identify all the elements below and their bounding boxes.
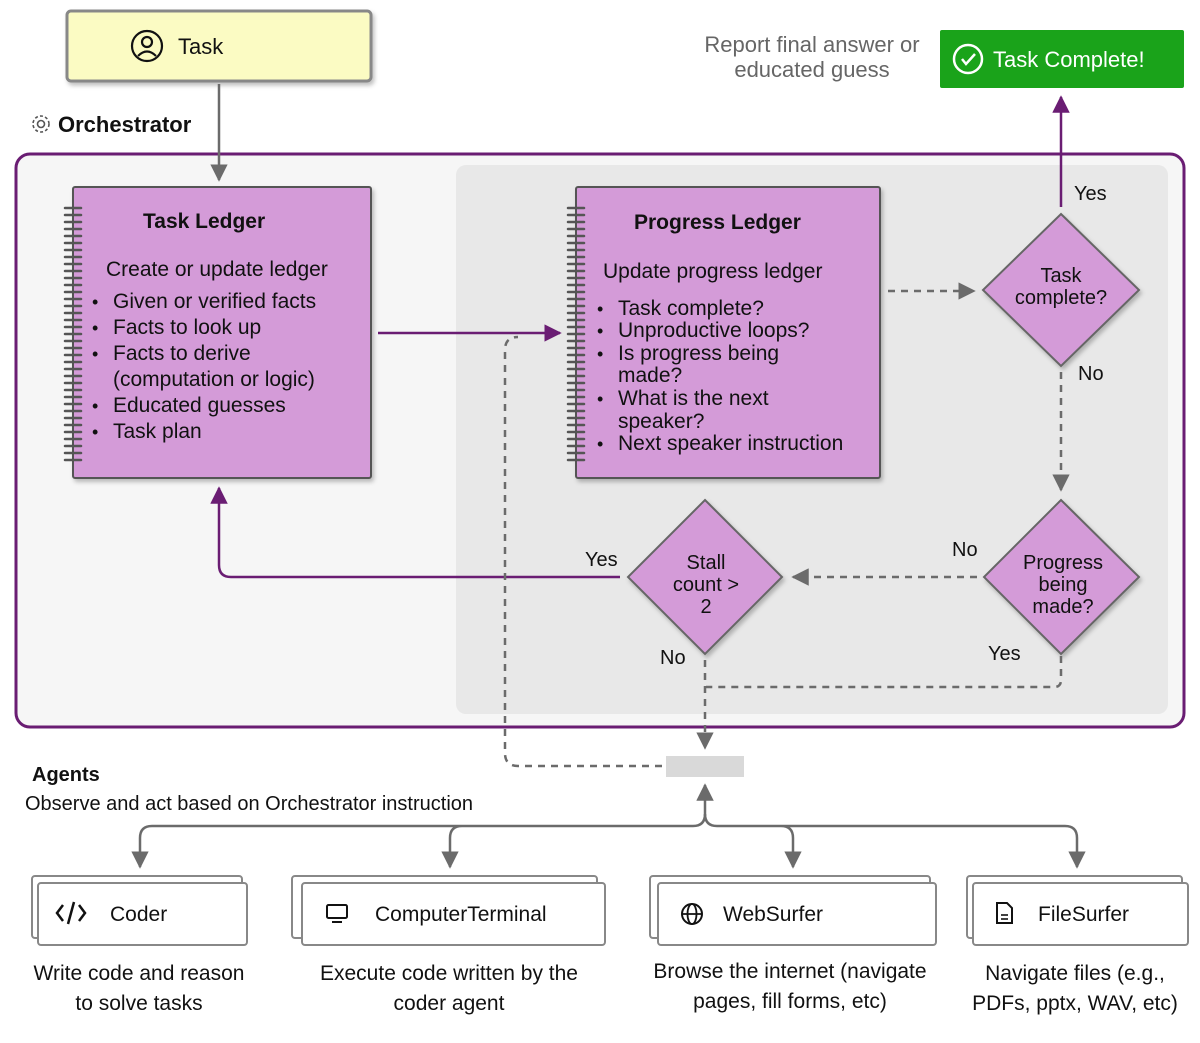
svg-text:•: • bbox=[92, 422, 98, 442]
svg-text:•: • bbox=[597, 434, 603, 454]
dispatch-bar bbox=[666, 756, 744, 777]
progress-ledger-item: Task complete? bbox=[618, 297, 764, 320]
file-icon bbox=[996, 902, 1013, 924]
agent-name: FileSurfer bbox=[1038, 903, 1129, 926]
progress-ledger-item: What is the next bbox=[618, 387, 769, 410]
decision-text: 2 bbox=[700, 596, 711, 618]
agents-subtitle: Observe and act based on Orchestrator in… bbox=[25, 793, 473, 815]
agent-coder: Coder bbox=[31, 875, 248, 946]
globe-icon bbox=[681, 903, 703, 925]
label-yes: Yes bbox=[585, 549, 618, 571]
progress-ledger-item: Next speaker instruction bbox=[618, 432, 843, 455]
agent-desc: Write code and reason bbox=[34, 962, 245, 985]
progress-ledger-title: Progress Ledger bbox=[634, 211, 801, 234]
agent-desc: PDFs, pptx, WAV, etc) bbox=[972, 992, 1178, 1015]
stall-yes-path bbox=[210, 486, 620, 579]
task-complete-badge: Task Complete! bbox=[940, 30, 1184, 88]
stall-decision: Stall count > 2 bbox=[626, 498, 784, 656]
task-ledger-item: Given or verified facts bbox=[113, 290, 316, 313]
agent-desc: Navigate files (e.g., bbox=[985, 962, 1165, 985]
label-no: No bbox=[660, 647, 686, 669]
task-label: Task bbox=[178, 34, 224, 59]
task-complete-label: Task Complete! bbox=[993, 47, 1145, 72]
task-ledger-item: Task plan bbox=[113, 420, 202, 443]
monitor-icon bbox=[326, 904, 348, 923]
agent-desc: coder agent bbox=[394, 992, 505, 1015]
label-no: No bbox=[1078, 363, 1104, 385]
agent-computer-terminal: ComputerTerminal bbox=[291, 875, 606, 946]
svg-text:•: • bbox=[92, 396, 98, 416]
svg-text:•: • bbox=[92, 318, 98, 338]
task-ledger-item: Facts to look up bbox=[113, 316, 261, 339]
agents-title: Agents bbox=[32, 764, 100, 786]
task-ledger: Task Ledger Create or update ledger • Gi… bbox=[63, 186, 372, 479]
task-complete-decision: Task complete? bbox=[981, 212, 1141, 368]
progress-ledger-subtitle: Update progress ledger bbox=[603, 260, 822, 283]
progress-ledger-item: Is progress being bbox=[618, 342, 779, 365]
svg-text:•: • bbox=[92, 292, 98, 312]
task-ledger-item: Educated guesses bbox=[113, 394, 286, 417]
agent-name: ComputerTerminal bbox=[375, 903, 547, 926]
agent-desc: pages, fill forms, etc) bbox=[693, 990, 887, 1013]
task-ledger-subtitle: Create or update ledger bbox=[106, 258, 328, 281]
user-circle-icon bbox=[130, 29, 164, 63]
agent-return-path bbox=[503, 335, 662, 768]
progress-ledger-item: made? bbox=[618, 364, 682, 387]
orchestrator-label: Orchestrator bbox=[58, 112, 192, 137]
agent-desc: to solve tasks bbox=[75, 992, 202, 1015]
agent-desc: Browse the internet (navigate bbox=[653, 960, 926, 983]
report-text: Report final answer or bbox=[704, 32, 919, 57]
task-ledger-item: (computation or logic) bbox=[113, 368, 315, 391]
agent-filesurfer: FileSurfer bbox=[966, 875, 1189, 946]
progress-ledger-item: Unproductive loops? bbox=[618, 319, 809, 342]
decision-text: being bbox=[1039, 574, 1088, 596]
svg-text:•: • bbox=[92, 344, 98, 364]
task-ledger-item: Facts to derive bbox=[113, 342, 251, 365]
svg-text:•: • bbox=[597, 389, 603, 409]
decision-text: complete? bbox=[1015, 287, 1107, 309]
agent-websurfer: WebSurfer bbox=[649, 875, 937, 946]
svg-text:•: • bbox=[597, 344, 603, 364]
check-circle-icon bbox=[952, 43, 984, 75]
progress-ledger-item: speaker? bbox=[618, 410, 704, 433]
task-ledger-title: Task Ledger bbox=[143, 210, 265, 233]
label-yes: Yes bbox=[988, 643, 1021, 665]
agents-tree bbox=[138, 813, 1079, 865]
progress-decision: Progress being made? bbox=[982, 498, 1141, 656]
decision-text: Stall bbox=[687, 552, 726, 574]
decision-text: Task bbox=[1040, 265, 1082, 287]
label-yes: Yes bbox=[1074, 183, 1107, 205]
decision-text: Progress bbox=[1023, 552, 1103, 574]
report-text: educated guess bbox=[734, 57, 889, 82]
svg-text:•: • bbox=[597, 299, 603, 319]
agent-name: Coder bbox=[110, 903, 167, 926]
gear-icon bbox=[32, 115, 50, 133]
agent-name: WebSurfer bbox=[723, 903, 823, 926]
decision-text: made? bbox=[1032, 596, 1093, 618]
decision-text: count > bbox=[673, 574, 739, 596]
progress-yes-path bbox=[706, 656, 1063, 689]
code-icon bbox=[55, 901, 87, 925]
label-no: No bbox=[952, 539, 978, 561]
progress-ledger: Progress Ledger Update progress ledger •… bbox=[566, 186, 881, 479]
svg-text:•: • bbox=[597, 321, 603, 341]
agent-desc: Execute code written by the bbox=[320, 962, 578, 985]
task-box bbox=[65, 9, 373, 83]
